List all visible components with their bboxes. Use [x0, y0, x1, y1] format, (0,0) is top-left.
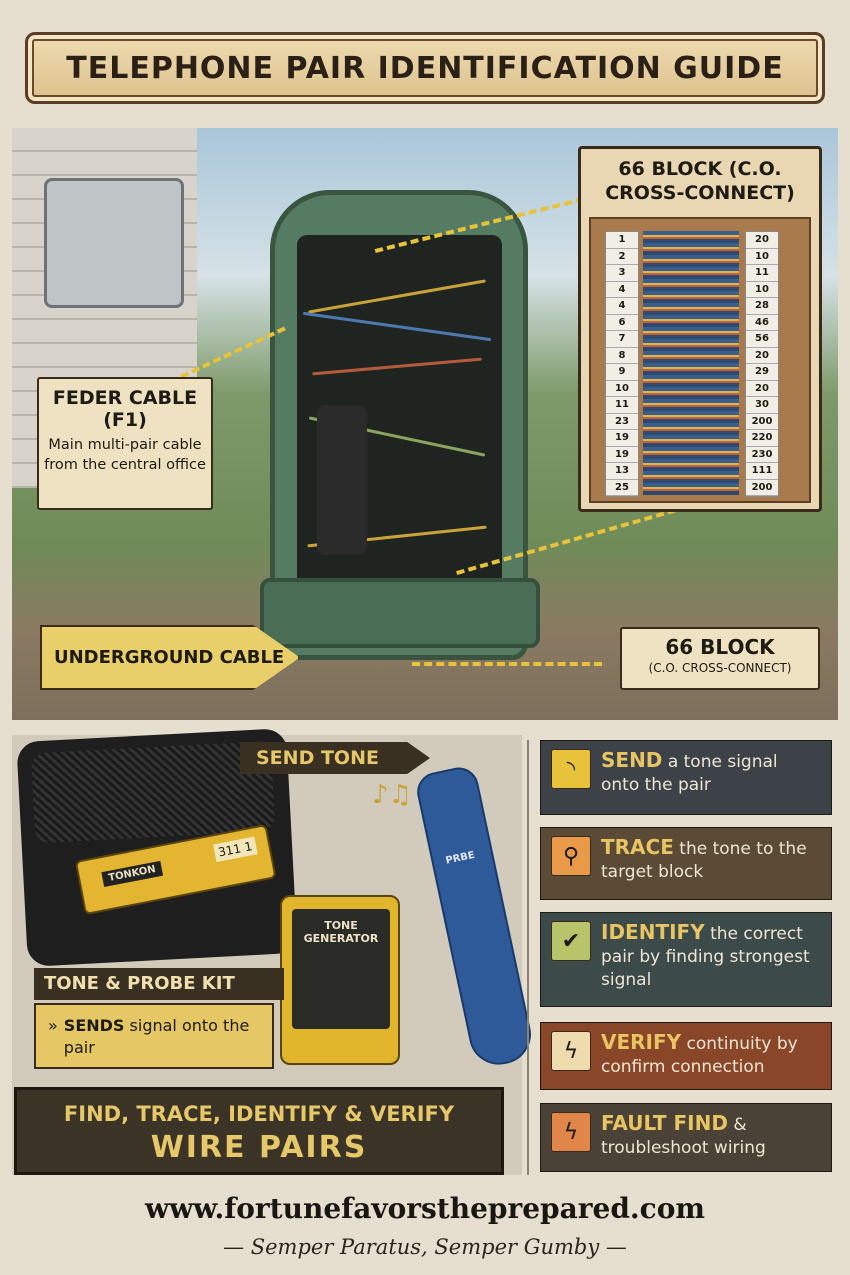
send-tone-arrow: SEND TONE: [240, 742, 430, 774]
block-pair-number: 6: [606, 315, 638, 331]
block-pair-number: 13: [606, 463, 638, 480]
kit-desc-text: signal onto the pair: [63, 1016, 250, 1057]
block-pair-number: 111: [746, 463, 778, 480]
kit-label: TONE & PROBE KIT: [34, 968, 284, 1000]
66-block-callout: 66 BLOCK (C.O. CROSS-CONNECT): [620, 627, 820, 690]
step-title: SEND: [601, 748, 663, 772]
slogan-banner: FIND, TRACE, IDENTIFY & VERIFY WIRE PAIR…: [14, 1087, 504, 1175]
step-text: a tone signal onto the pair: [601, 752, 778, 795]
punch-down-wires: [643, 231, 739, 495]
block-pair-number: 10: [606, 381, 638, 397]
block-pair-number: 230: [746, 447, 778, 463]
block-pair-number: 4: [606, 282, 638, 298]
chevron-right-icon: »: [48, 1016, 58, 1035]
network-interface-box: [44, 178, 184, 308]
case-mesh: [30, 740, 276, 844]
step-title: VERIFY: [601, 1030, 682, 1054]
slogan-line2: WIRE PAIRS: [150, 1130, 368, 1165]
probe-device: PRBE: [413, 763, 537, 1071]
step-title: IDENTIFY: [601, 920, 705, 944]
signal-icon: ◝: [551, 749, 591, 789]
66-block-callout-sub: (C.O. CROSS-CONNECT): [648, 661, 792, 675]
block-pair-number: 3: [606, 265, 638, 282]
lightning-icon: ϟ: [551, 1031, 591, 1071]
kit-description: » SENDS signal onto the pair: [34, 1003, 274, 1069]
page-title: TELEPHONE PAIR IDENTIFICATION GUIDE: [25, 32, 825, 104]
block-pair-number: 19: [606, 430, 638, 447]
step-text: continuity by confirm connection: [601, 1034, 798, 1077]
step-card-identify: ✔ IDENTIFY the correct pair by finding st…: [540, 912, 832, 1007]
block-pair-number: 25: [606, 480, 638, 496]
step-text: the tone to the target block: [601, 839, 807, 882]
block-pair-number: 7: [606, 331, 638, 348]
pedestal-base: [260, 578, 540, 648]
slogan-line1: FIND, TRACE, IDENTIFY & VERIFY: [63, 1102, 455, 1126]
feeder-title: FEDER CABLE (F1): [52, 387, 198, 431]
66-block-title: 66 BLOCK (C.O. CROSS-CONNECT): [605, 158, 795, 204]
block-pair-number: 30: [746, 397, 778, 414]
lightning-icon: ϟ: [551, 1112, 591, 1152]
block-pair-number: 9: [606, 364, 638, 381]
step-text: & troubleshoot wiring: [601, 1115, 766, 1158]
block-pair-number: 28: [746, 298, 778, 315]
kit-desc-bold: SENDS: [63, 1016, 125, 1035]
block-pair-number: 4: [606, 298, 638, 315]
motto: — Semper Paratus, Semper Gumby —: [223, 1235, 627, 1259]
block-pair-number: 200: [746, 480, 778, 496]
block-pair-number: 8: [606, 348, 638, 364]
block-pair-number: 2: [606, 249, 638, 265]
block-pair-number: 11: [606, 397, 638, 414]
step-card-fault-find: ϟ FAULT FIND & troubleshoot wiring: [540, 1103, 832, 1172]
feeder-desc: Main multi-pair cable from the central o…: [44, 437, 206, 473]
website-url: www.fortunefavorstheprepared.com: [144, 1192, 706, 1225]
block-pair-number: 200: [746, 414, 778, 430]
66-block-callout-title: 66 BLOCK: [665, 635, 775, 659]
block-pair-number: 23: [606, 414, 638, 430]
toner-display: 311 1: [212, 836, 258, 863]
underground-cable-arrow: UNDERGROUND CABLE: [40, 625, 300, 690]
cross-connect-pedestal: [270, 190, 528, 660]
block-pair-number: 29: [746, 364, 778, 381]
block-pair-number: 20: [746, 381, 778, 397]
block-pair-number: 20: [746, 232, 778, 249]
block-pair-number: 10: [746, 282, 778, 298]
block-pair-number: 220: [746, 430, 778, 447]
step-card-send: ◝ SEND a tone signal onto the pair: [540, 740, 832, 815]
check-icon: ✔: [551, 921, 591, 961]
step-title: TRACE: [601, 835, 674, 859]
block-pair-number: 1: [606, 232, 638, 249]
block-pair-number: 19: [606, 447, 638, 463]
block-pair-number: 10: [746, 249, 778, 265]
divider: [527, 740, 529, 1175]
step-card-verify: ϟ VERIFY continuity by confirm connection: [540, 1022, 832, 1090]
probe-label: PRBE: [444, 849, 476, 867]
generator-label: TONE GENERATOR: [292, 909, 390, 1029]
step-card-trace: ⚲ TRACE the tone to the target block: [540, 827, 832, 900]
magnifier-icon: ⚲: [551, 836, 591, 876]
block-pair-number: 46: [746, 315, 778, 331]
step-text: the correct pair by finding strongest si…: [601, 924, 810, 990]
step-title: FAULT FIND: [601, 1111, 728, 1135]
toner-brand: TONKON: [101, 860, 163, 888]
block-pair-number: 11: [746, 265, 778, 282]
music-note-icon: ♪♫: [372, 780, 412, 810]
pedestal-wiring: [297, 235, 502, 625]
tone-generator: TONE GENERATOR: [280, 895, 400, 1065]
block-pair-number: 20: [746, 348, 778, 364]
feeder-cable-callout: FEDER CABLE (F1) Main multi-pair cable f…: [37, 377, 213, 510]
block-pair-number: 56: [746, 331, 778, 348]
